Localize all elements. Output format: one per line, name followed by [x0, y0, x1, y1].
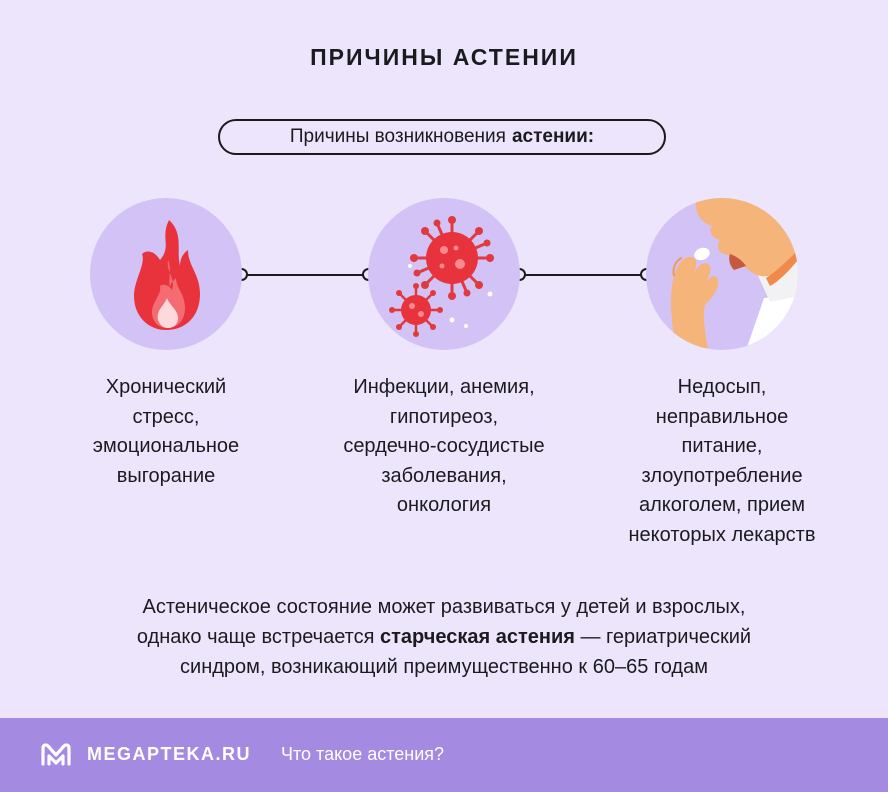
logo-icon — [41, 743, 71, 766]
subtitle-pill: Причины возникновения астении: — [218, 119, 666, 155]
cause-caption-lifestyle: Недосып, неправильное питание, злоупотре… — [582, 373, 862, 550]
caption-line: Инфекции, анемия, — [353, 376, 535, 398]
paragraph-line: однако чаще встречается старческая астен… — [0, 622, 888, 652]
caption-line: питание, — [681, 435, 763, 457]
article-link[interactable]: Что такое астения? — [281, 744, 445, 764]
virus-icon — [389, 216, 494, 337]
flame-icon — [134, 220, 200, 330]
caption-line: выгорание — [116, 464, 216, 487]
cause-caption-stress: Хронический стресс, эмоциональное выгора… — [26, 373, 306, 491]
connector-line-2 — [521, 274, 644, 276]
caption-line: некоторых лекарств — [628, 523, 816, 546]
footer-bar: MEGAPTEKA.RU Что такое астения? — [0, 718, 888, 792]
summary-paragraph: Астеническое состояние может развиваться… — [0, 592, 888, 682]
cause-caption-infection: Инфекции, анемия, гипотиреоз, сердечно-с… — [304, 373, 584, 521]
caption-line: стресс, — [132, 405, 200, 428]
subtitle-bold: астении: — [511, 126, 595, 147]
caption-line: заболевания, — [381, 464, 507, 487]
paragraph-line: синдром, возникающий преимущественно к 6… — [180, 656, 708, 678]
paragraph-text: однако чаще встречается — [136, 626, 380, 648]
caption-line: злоупотребление — [641, 464, 803, 487]
stress-illustration — [90, 198, 242, 350]
lifestyle-illustration — [646, 198, 798, 350]
caption-line: эмоциональное — [92, 435, 240, 457]
caption-line: неправильное — [655, 405, 789, 428]
paragraph-bold: старческая астения — [380, 626, 575, 648]
brand-name[interactable]: MEGAPTEKA.RU — [87, 744, 252, 764]
caption-line: Хронический — [105, 376, 227, 398]
paragraph-line: Астеническое состояние может развиваться… — [142, 596, 746, 618]
connector-line-1 — [243, 274, 366, 276]
caption-line: онкология — [396, 494, 492, 516]
caption-line: алкоголем, прием — [638, 494, 806, 516]
page-title: ПРИЧИНЫ АСТЕНИИ — [310, 44, 578, 70]
caption-line: гипотиреоз, — [389, 405, 499, 428]
infection-illustration — [368, 198, 520, 350]
paragraph-text: — гериатрический — [574, 626, 752, 648]
subtitle-text: Причины возникновения — [289, 126, 506, 147]
pill-person-icon — [670, 198, 798, 350]
caption-line: Недосып, — [677, 376, 767, 398]
caption-line: сердечно-сосудистые — [343, 435, 545, 457]
